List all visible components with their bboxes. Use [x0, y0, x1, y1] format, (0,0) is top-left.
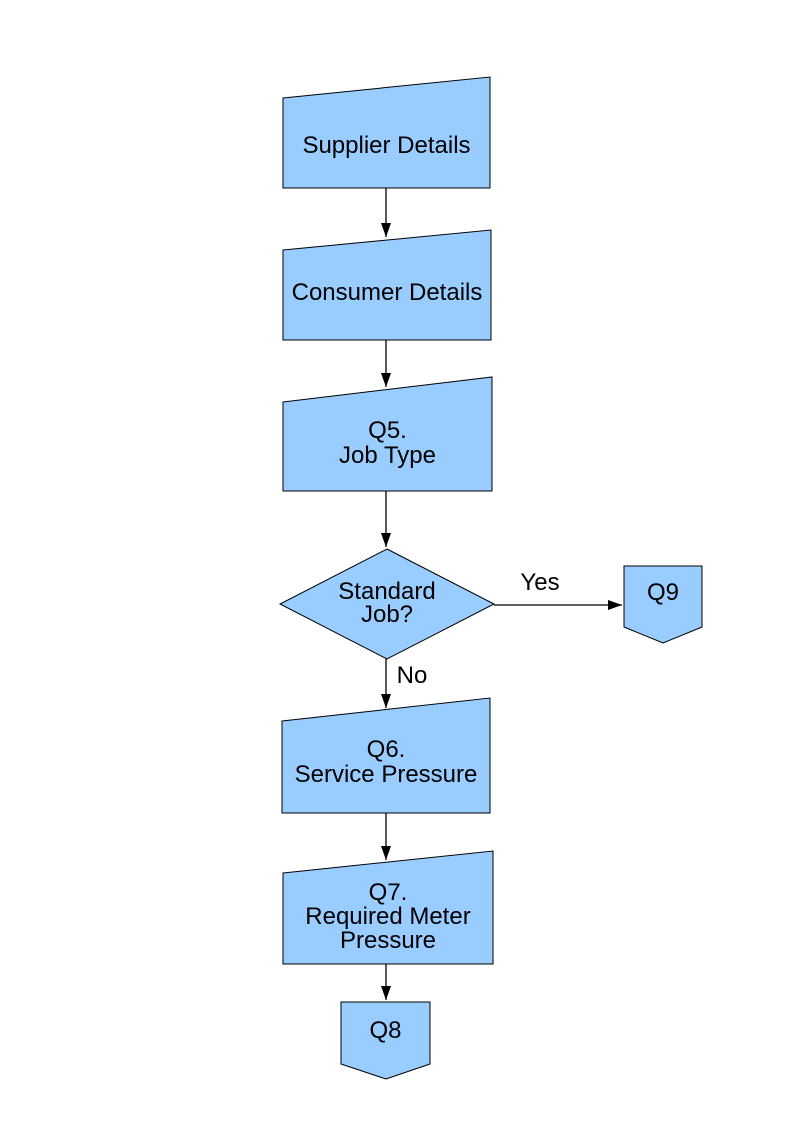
node-q7-line: Required Meter — [305, 903, 471, 930]
node-decision-line: Standard — [338, 578, 436, 605]
node-q5-label: Q5. Job Type — [283, 418, 492, 468]
node-decision-line: Job? — [360, 601, 414, 628]
node-q6-line: Q6. — [366, 736, 406, 763]
node-supplier-label: Supplier Details — [283, 133, 490, 158]
edge-label-yes: Yes — [520, 569, 560, 596]
node-q5-line: Job Type — [339, 442, 436, 469]
node-q5-shape — [282, 376, 493, 492]
node-decision-label: Standard Job? — [280, 578, 494, 628]
node-q9-line: Q9 — [646, 579, 679, 606]
node-q8-label: Q8 — [341, 1018, 430, 1043]
edge-label-no: No — [396, 662, 428, 689]
node-q7-line: Q7. — [368, 879, 408, 906]
node-q7-shape — [282, 850, 494, 965]
node-q6-line: Service Pressure — [294, 761, 478, 788]
node-q8-line: Q8 — [369, 1017, 402, 1044]
node-q8-shape — [340, 1001, 431, 1080]
node-supplier-line: Supplier Details — [302, 132, 471, 159]
node-supplier-shape — [282, 76, 491, 189]
node-consumer-line: Consumer Details — [291, 279, 483, 306]
node-q9-label: Q9 — [624, 580, 702, 605]
node-q7-line: Pressure — [339, 927, 437, 954]
node-q5-line: Q5. — [368, 417, 407, 444]
node-q6-label: Q6. Service Pressure — [282, 737, 490, 787]
node-q6-shape — [281, 697, 491, 814]
node-q9-shape — [623, 565, 703, 644]
node-consumer-shape — [282, 229, 492, 341]
node-q7-label: Q7. Required Meter Pressure — [283, 881, 493, 953]
node-decision-shape — [278, 548, 496, 660]
node-consumer-label: Consumer Details — [283, 280, 491, 305]
